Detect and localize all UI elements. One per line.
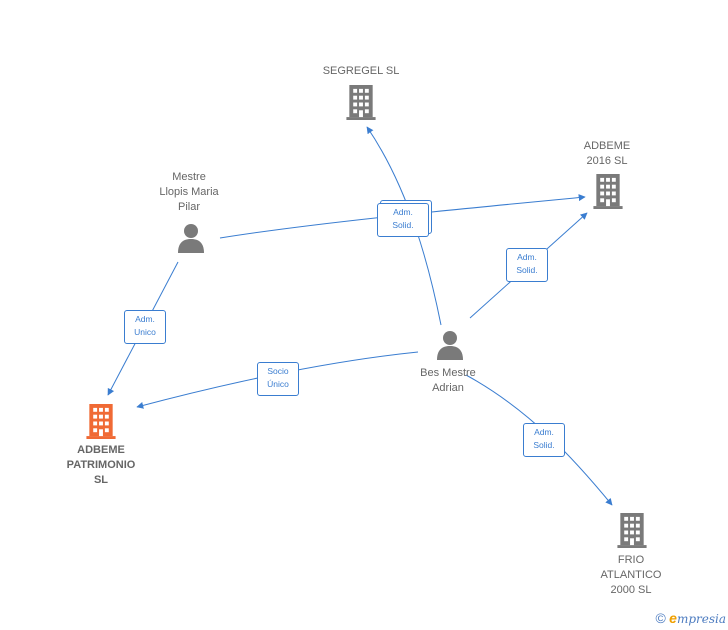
- edge-label-socio-unico: Socio Único: [257, 362, 299, 396]
- node-label-frio[interactable]: FRIO ATLANTICO 2000 SL: [600, 554, 662, 596]
- node-label-bes[interactable]: Bes Mestre Adrian: [420, 367, 476, 394]
- brand-name: mpresia: [676, 612, 726, 626]
- edge-label-adm-unico: Adm. Unico: [124, 310, 166, 344]
- brand-initial: e: [669, 610, 677, 626]
- person-icon-mestre[interactable]: [178, 224, 204, 253]
- edge-label-adm-solid-frio: Adm. Solid.: [523, 423, 565, 457]
- copyright-icon: ©: [655, 610, 666, 626]
- building-icon-adbeme2016[interactable]: [593, 174, 623, 209]
- edge-label-adm-solid-right: Adm. Solid.: [506, 248, 548, 282]
- edge-label-adm-solid-center: Adm. Solid.: [377, 203, 429, 237]
- node-label-adbeme2016[interactable]: ADBEME 2016 SL: [583, 140, 631, 167]
- node-label-segregel[interactable]: SEGREGEL SL: [322, 65, 400, 77]
- building-icon-segregel[interactable]: [346, 85, 376, 120]
- node-label-patrimonio[interactable]: ADBEME PATRIMONIO SL: [66, 444, 136, 486]
- building-icon-frio[interactable]: [617, 513, 647, 548]
- empresia-watermark: © empresia: [655, 610, 726, 626]
- person-icon-bes[interactable]: [437, 331, 463, 360]
- building-icon-patrimonio[interactable]: [86, 404, 116, 439]
- node-label-mestre[interactable]: Mestre Llopis Maria Pilar: [159, 171, 219, 213]
